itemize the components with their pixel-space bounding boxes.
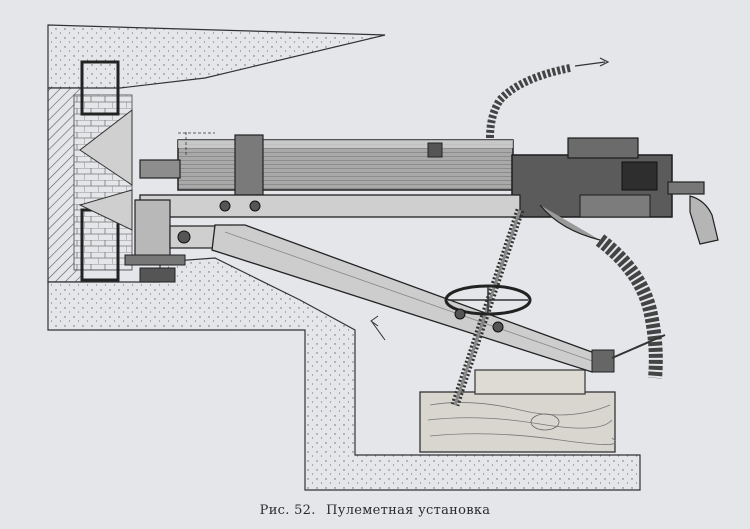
figure-caption: Рис. 52. Пулеметная установка <box>0 503 750 518</box>
pivot-bracket <box>134 199 171 261</box>
wooden-base-block <box>419 391 616 453</box>
embrasure-cone <box>79 108 133 186</box>
ammo-belt-chute <box>595 234 663 379</box>
wooden-upper-block <box>474 369 586 395</box>
muzzle <box>139 159 181 179</box>
figure-title: Пулеметная установка <box>326 503 491 518</box>
embrasure-frame-upper <box>80 60 120 116</box>
jacket-band <box>234 134 264 196</box>
figure-label: Рис. 52. <box>259 503 316 518</box>
spade-grip <box>689 195 719 245</box>
coolant-hose <box>486 64 571 139</box>
upper-concrete-slab <box>47 24 386 89</box>
mount-cradle <box>139 194 521 218</box>
rear-grip-stem <box>667 181 705 195</box>
